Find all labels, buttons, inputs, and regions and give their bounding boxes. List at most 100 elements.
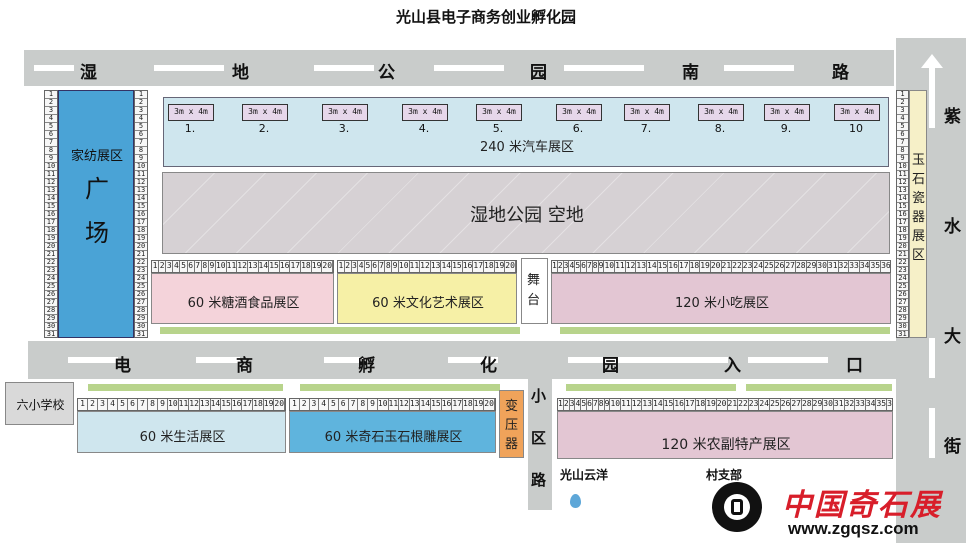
- stall-number: 13: [897, 186, 908, 195]
- stall-number: 1: [552, 261, 558, 272]
- stall-number: 20: [716, 399, 728, 410]
- stall-number: 8: [598, 399, 605, 410]
- transformer-label: 变压器: [505, 399, 519, 452]
- stall-number: 31: [136, 330, 146, 338]
- stall-number: 2: [135, 99, 147, 107]
- stall-number: 8: [202, 261, 209, 272]
- stall-number: 15: [657, 261, 669, 272]
- car-slot: 3m x 4m: [476, 104, 522, 121]
- stall-number: 14: [258, 261, 270, 272]
- stall-number: 31: [898, 330, 907, 338]
- stall-number: 3: [98, 399, 108, 410]
- stall-number: 28: [897, 306, 908, 315]
- stall-number: 16: [674, 399, 685, 410]
- stall-number: 17: [45, 218, 57, 227]
- stall-number: 1: [135, 91, 147, 99]
- stall-number: 4: [897, 115, 908, 123]
- car-slot: 3m x 4m: [322, 104, 368, 121]
- stall-number: 14: [210, 399, 222, 410]
- stall-number: 2: [345, 261, 352, 272]
- food-zone: 60 米糖酒食品展区: [151, 273, 334, 324]
- jade-porcelain-zone: 玉石瓷器展区: [909, 90, 927, 338]
- school: 六小学校: [5, 382, 74, 425]
- stall-number: 19: [135, 234, 147, 243]
- stall-number: 14: [135, 194, 147, 203]
- page-title: 光山县电子商务创业孵化园: [395, 8, 576, 26]
- stall-number: 16: [897, 210, 908, 219]
- road-small-char: 区: [531, 429, 547, 447]
- stall-number: 15: [135, 202, 147, 211]
- stall-number: 4: [173, 261, 181, 272]
- culture-zone: 60 米文化艺术展区: [337, 273, 517, 324]
- stall-number: 6: [372, 261, 379, 272]
- stall-number: 21: [135, 250, 147, 259]
- stall-number: 4: [358, 261, 366, 272]
- stall-number: 9: [45, 155, 57, 163]
- stall-number: 12: [45, 178, 57, 187]
- stall-number: 11: [409, 261, 421, 272]
- stall-number: 7: [897, 139, 908, 147]
- stall-number: 8: [358, 399, 369, 410]
- stall-number: 29: [806, 261, 818, 272]
- stall-number: 7: [349, 399, 359, 410]
- stall-number: 24: [45, 274, 57, 283]
- stall-number: 10: [610, 399, 622, 410]
- stall-number: 21: [727, 399, 739, 410]
- stall-number: 12: [897, 178, 908, 187]
- stall-number: 21: [897, 250, 908, 259]
- car-slot: 3m x 4m: [402, 104, 448, 121]
- stall-number: 11: [226, 261, 238, 272]
- car-slot-number: 2.: [258, 122, 270, 135]
- car-slot-number: 7.: [640, 122, 652, 135]
- stall-number: 7: [379, 261, 386, 272]
- stall-number: 13: [430, 261, 442, 272]
- stall-number: 26: [45, 290, 57, 299]
- stall-number: 16: [441, 399, 453, 410]
- stall-number: 19: [45, 234, 57, 243]
- road-middle-char: 化: [480, 356, 497, 376]
- stall-number: 18: [253, 399, 264, 410]
- stall-number: 9: [158, 399, 168, 410]
- stall-number: 10: [135, 162, 147, 171]
- arrow-up-icon: [921, 54, 943, 68]
- stall-number: 22: [738, 399, 749, 410]
- stall-number: 26: [135, 290, 147, 299]
- stall-number: 20: [135, 242, 147, 251]
- stall-number: 2: [563, 399, 570, 410]
- stall-number: 1: [338, 261, 345, 272]
- stall-number: 5: [365, 261, 372, 272]
- stall-number: 30: [135, 322, 147, 331]
- stall-number: 25: [764, 261, 775, 272]
- stall-number: 26: [780, 399, 792, 410]
- stall-number: 11: [621, 399, 632, 410]
- car-slot: 3m x 4m: [168, 104, 214, 121]
- stall-number: 25: [897, 282, 908, 291]
- stall-number: 17: [242, 399, 254, 410]
- stall-number: 24: [135, 274, 147, 283]
- stall-number: 12: [237, 261, 248, 272]
- stall-number: 16: [231, 399, 243, 410]
- stall-number: 6: [188, 261, 195, 272]
- landmark-village: 村支部: [706, 468, 743, 482]
- stall-number: 7: [586, 261, 593, 272]
- stall-number: 9: [598, 261, 605, 272]
- car-slot: 3m x 4m: [556, 104, 602, 121]
- farm-zone: 120 米农副特产展区: [557, 411, 893, 459]
- watermark-url: www.zgqsz.com: [788, 519, 919, 538]
- stall-number: 20: [322, 261, 333, 272]
- stall-number: 2: [88, 399, 98, 410]
- stall-number: 1: [78, 399, 88, 410]
- road-small-char: 小: [531, 387, 547, 405]
- stall-number: 27: [791, 399, 802, 410]
- plaza-label-main: 广: [85, 175, 109, 203]
- snack-zone-label: 120 米小吃展区: [675, 296, 769, 311]
- stall-number: 18: [463, 399, 474, 410]
- stall-number: 3: [135, 107, 147, 115]
- food-zone-label: 60 米糖酒食品展区: [187, 296, 300, 311]
- stall-number: 7: [592, 399, 599, 410]
- stall-number: 27: [785, 261, 796, 272]
- stall-number: 3: [897, 107, 908, 115]
